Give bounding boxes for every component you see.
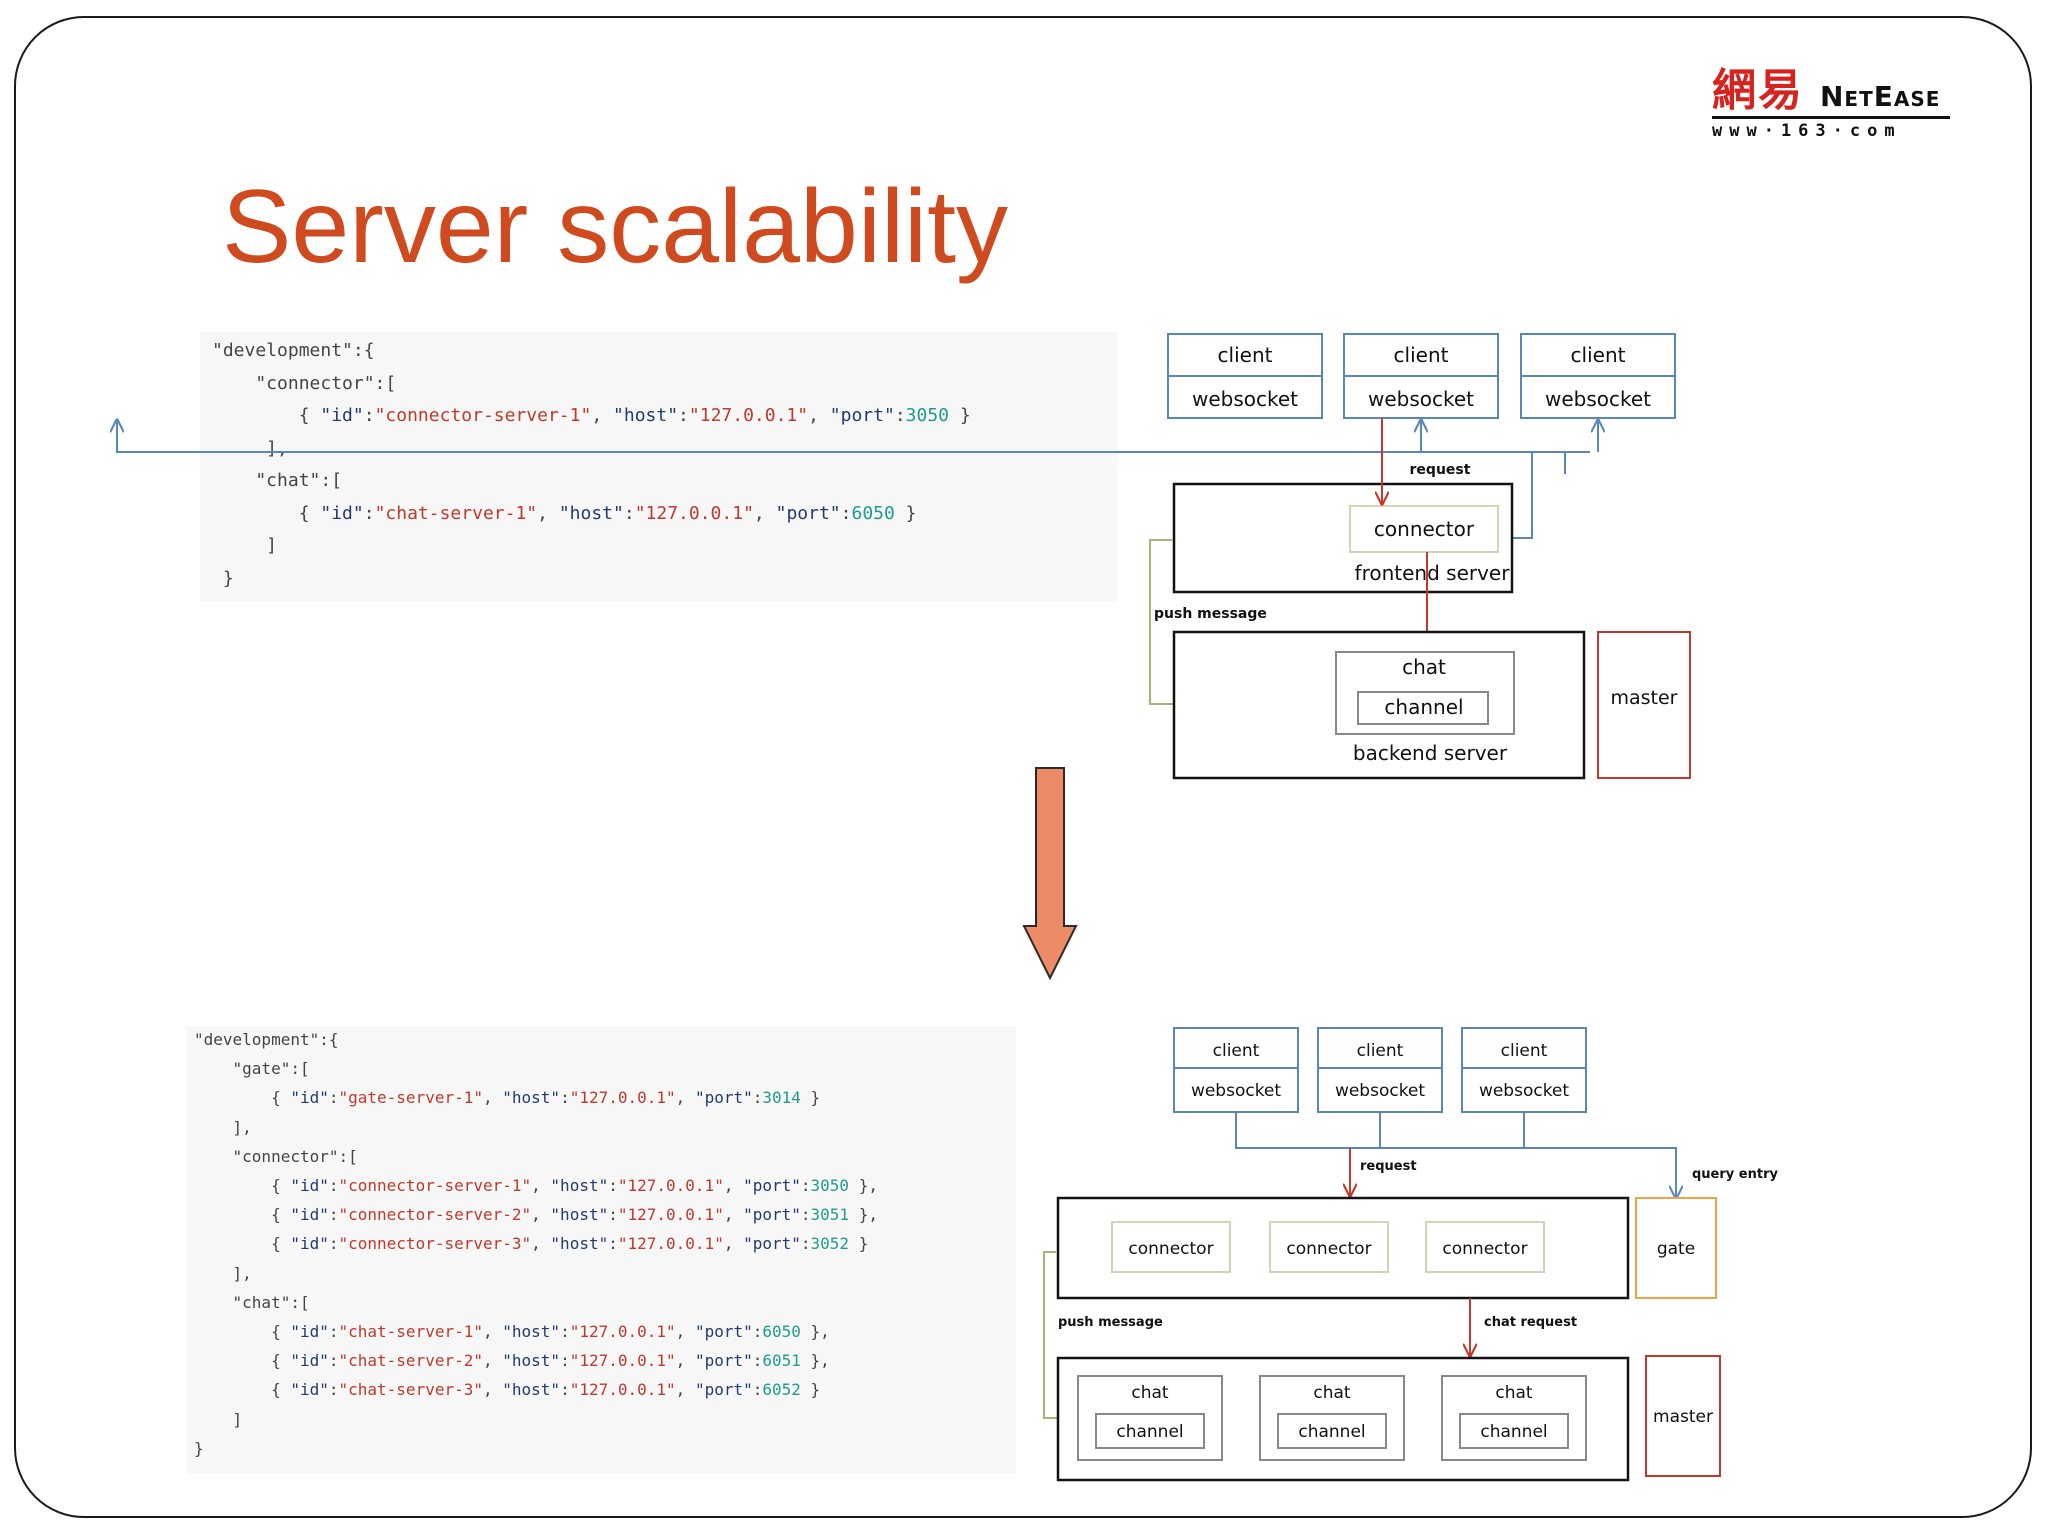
code-line: "chat":[ — [194, 1292, 310, 1312]
chat-label: chat — [1495, 1383, 1533, 1403]
connector-box — [1349, 505, 1499, 553]
code-line: { "id":"chat-server-1", "host":"127.0.0.… — [194, 1322, 830, 1341]
code-line: ], — [194, 1263, 252, 1283]
client-box — [1173, 1027, 1299, 1113]
code-line: "connector":[ — [212, 372, 397, 394]
master-label: master — [1653, 1407, 1713, 1427]
channel-box — [1277, 1413, 1387, 1449]
code-snippet-single-server: "development":{ "connector":[ { "id":"co… — [200, 332, 1118, 602]
code-line: { "id":"connector-server-1", "host":"127… — [194, 1176, 878, 1195]
code-line: "gate":[ — [194, 1059, 310, 1079]
logo-chinese-text: 網易 — [1712, 65, 1804, 116]
request-label: request — [1360, 1159, 1417, 1174]
push-message-label: push message — [1154, 606, 1267, 622]
code-line: "development":{ — [194, 1030, 339, 1049]
client-box — [1461, 1027, 1587, 1113]
query-entry-label: query entry — [1692, 1167, 1778, 1182]
code-line: { "id":"chat-server-3", "host":"127.0.0.… — [194, 1380, 821, 1400]
websocket-label: websocket — [1545, 387, 1651, 411]
netease-logo: 網易 NetEase www·163·com — [1712, 66, 1952, 144]
client-label: client — [1501, 1041, 1548, 1061]
code-line: ] — [212, 535, 278, 556]
push-message-label: push message — [1058, 1315, 1163, 1330]
query-entry-line — [1235, 1112, 1676, 1198]
gate-box — [1635, 1197, 1717, 1299]
channel-box — [1095, 1413, 1205, 1449]
code-line: { "id":"connector-server-3", "host":"127… — [194, 1234, 869, 1254]
code-line: } — [194, 1438, 204, 1458]
client-label: client — [1571, 343, 1626, 367]
code-line: ], — [212, 437, 288, 459]
diagram-single-server: client websocket client websocket client webs… — [1140, 333, 1691, 780]
websocket-label: websocket — [1335, 1081, 1425, 1101]
client-label: client — [1357, 1041, 1404, 1061]
client-label: client — [1218, 343, 1273, 367]
chat-label: chat — [1402, 655, 1446, 679]
transition-arrow-icon — [1022, 767, 1078, 981]
master-box — [1597, 631, 1691, 779]
channel-label: channel — [1298, 1422, 1365, 1442]
code-line: "development":{ — [212, 340, 375, 361]
slide-title: Server scalability — [222, 169, 1009, 285]
channel-label: channel — [1384, 695, 1463, 719]
connector-box — [1111, 1221, 1231, 1273]
chat-label: chat — [1313, 1383, 1351, 1403]
frontend-return-line — [1512, 451, 1590, 539]
code-line: { "id":"connector-server-2", "host":"127… — [194, 1205, 878, 1225]
client-label: client — [1394, 343, 1449, 367]
master-box — [1645, 1355, 1721, 1477]
websocket-label: websocket — [1192, 387, 1298, 411]
frontend-server-label: frontend server — [1355, 561, 1511, 585]
request-label: request — [1410, 462, 1471, 478]
websocket-label: websocket — [1368, 387, 1474, 411]
diagram-scaled-servers: client websocket client websocket client webs… — [1043, 1027, 1778, 1482]
channel-label: channel — [1116, 1422, 1183, 1442]
code-line: "connector":[ — [194, 1146, 358, 1166]
return-line-client-1 — [117, 420, 1566, 474]
code-line: { "id":"chat-server-2", "host":"127.0.0.… — [194, 1351, 830, 1371]
client-label: client — [1213, 1041, 1260, 1061]
code-line: "chat":[ — [212, 470, 343, 491]
master-label: master — [1610, 687, 1677, 709]
code-line: ], — [194, 1117, 252, 1137]
code-line: { "id":"gate-server-1", "host":"127.0.0.… — [194, 1088, 821, 1108]
connector-label: connector — [1128, 1239, 1213, 1259]
logo-url-text: www·163·com — [1712, 116, 1950, 141]
connector-box — [1425, 1221, 1545, 1273]
channel-box — [1459, 1413, 1569, 1449]
code-line: ] — [194, 1409, 243, 1429]
code-line: { "id":"connector-server-1", "host":"127… — [212, 405, 971, 426]
code-line: { "id":"chat-server-1", "host":"127.0.0.… — [212, 502, 917, 524]
chat-request-label: chat request — [1484, 1315, 1577, 1330]
client-box — [1317, 1027, 1443, 1113]
connector-label: connector — [1374, 517, 1475, 541]
websocket-label: websocket — [1479, 1081, 1569, 1101]
channel-box — [1357, 691, 1489, 725]
gate-label: gate — [1657, 1239, 1695, 1259]
code-snippet-scaled-servers: "development":{ "gate":[ { "id":"gate-se… — [186, 1026, 1016, 1474]
logo-brand-text: NetEase — [1820, 80, 1941, 113]
connector-box — [1269, 1221, 1389, 1273]
websocket-label: websocket — [1191, 1081, 1281, 1101]
backend-server-label: backend server — [1353, 741, 1508, 765]
connector-label: connector — [1442, 1239, 1527, 1259]
channel-label: channel — [1480, 1422, 1547, 1442]
connector-label: connector — [1286, 1239, 1371, 1259]
chat-label: chat — [1131, 1383, 1169, 1403]
code-line: } — [212, 567, 234, 589]
